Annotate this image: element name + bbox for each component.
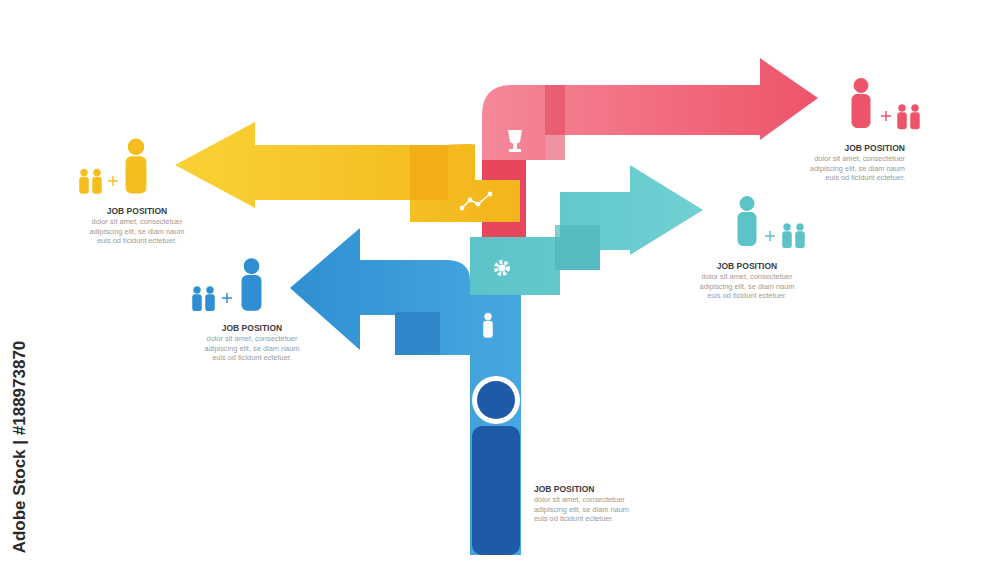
job-title: JOB POSITION: [82, 206, 192, 216]
teal-person-group: [738, 197, 805, 249]
job-description: dolor sit amet, consectetuer adipiscing …: [795, 154, 905, 183]
job-description: dolor sit amet, consectetuer adipiscing …: [692, 272, 802, 301]
blue-person-group: [193, 259, 261, 311]
main-person: [472, 376, 520, 555]
job-title: JOB POSITION: [197, 323, 307, 333]
job-description: dolor sit amet, consectetuer adipiscing …: [534, 495, 644, 524]
teal-arrow: [470, 165, 703, 295]
job-title: JOB POSITION: [692, 261, 802, 271]
job-title: JOB POSITION: [795, 143, 905, 153]
stock-watermark: Adobe Stock | #188973870: [10, 341, 30, 554]
job-description: dolor sit amet, consectetuer adipiscing …: [197, 334, 307, 363]
yellow-person-group: [80, 139, 146, 193]
blue-arrow: [290, 228, 521, 555]
red-person-group: [852, 79, 920, 130]
job-title: JOB POSITION: [534, 484, 644, 494]
yellow-arrow: [175, 122, 520, 222]
ribbon-icons: [460, 130, 522, 338]
job-description: dolor sit amet, consectetuer adipiscing …: [82, 217, 192, 246]
